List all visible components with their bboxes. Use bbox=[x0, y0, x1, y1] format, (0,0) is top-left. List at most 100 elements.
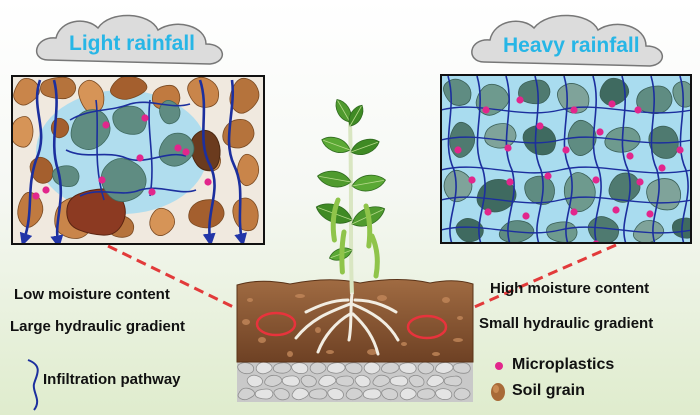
heavy-rainfall-title: Heavy rainfall bbox=[503, 34, 640, 57]
soil-speck bbox=[295, 294, 305, 298]
soil-grain bbox=[443, 169, 473, 203]
infiltration-pathway bbox=[447, 75, 457, 243]
gravel-stone bbox=[435, 388, 453, 400]
soil-grain bbox=[557, 83, 590, 114]
highlight-ellipse-right bbox=[406, 314, 448, 340]
microplastic-particle bbox=[504, 144, 512, 152]
plant-leaf bbox=[335, 99, 352, 123]
infiltration-pathway bbox=[621, 75, 631, 243]
gravel-stone bbox=[453, 387, 471, 401]
microplastics-label: Microplastics bbox=[512, 356, 615, 373]
microplastics-icon bbox=[495, 362, 503, 370]
microplastic-particle bbox=[98, 176, 106, 184]
microplastic-particle bbox=[596, 128, 604, 136]
gravel-stone bbox=[362, 388, 382, 400]
soil-grain bbox=[455, 217, 484, 243]
gravel-stone bbox=[399, 362, 417, 374]
soil-speck bbox=[258, 337, 266, 343]
infiltration-pathway bbox=[563, 75, 573, 243]
soil-grain bbox=[672, 80, 691, 108]
microplastic-particle bbox=[32, 192, 40, 200]
soil-speck bbox=[432, 352, 440, 356]
soil-speck bbox=[401, 342, 407, 346]
plant-leaf bbox=[348, 104, 364, 127]
microplastic-particle bbox=[182, 148, 190, 156]
soil-grain bbox=[599, 77, 630, 106]
microplastic-particle bbox=[141, 114, 149, 122]
infiltration-pathway bbox=[476, 75, 486, 243]
microplastic-particle bbox=[204, 178, 212, 186]
gravel-stone bbox=[452, 362, 471, 374]
microplastic-particle bbox=[506, 178, 514, 186]
infiltration-pathway bbox=[19, 79, 43, 244]
gravel-stone bbox=[363, 361, 381, 375]
microplastic-particle bbox=[536, 122, 544, 130]
infiltration-pathway bbox=[79, 187, 197, 197]
soil-grain bbox=[484, 123, 517, 149]
soil-grain bbox=[149, 207, 176, 236]
infiltration-pathway bbox=[679, 75, 689, 243]
gravel-stone bbox=[281, 375, 300, 387]
infiltration-pathway bbox=[441, 226, 691, 234]
gravel-stone bbox=[408, 374, 425, 388]
soil-speck bbox=[326, 350, 334, 354]
microplastic-particle bbox=[676, 146, 684, 154]
plant-leaf bbox=[351, 174, 386, 192]
gravel-stone bbox=[318, 374, 337, 387]
microplastic-particle bbox=[646, 210, 654, 218]
soil-speck bbox=[442, 297, 450, 303]
microplastic-particle bbox=[570, 106, 578, 114]
microplastic-particle bbox=[522, 212, 530, 220]
soil-speck bbox=[287, 351, 293, 357]
gravel-stone bbox=[381, 388, 398, 401]
gravel-stone bbox=[327, 388, 344, 401]
plant-leaf bbox=[317, 170, 352, 188]
microplastic-particle bbox=[570, 208, 578, 216]
infiltration-pathway-label: Infiltration pathway bbox=[43, 371, 181, 388]
gravel-stone bbox=[254, 388, 274, 400]
soil-speck bbox=[367, 349, 377, 355]
soil-grain bbox=[40, 76, 77, 100]
bean-pod bbox=[369, 233, 380, 279]
microplastic-particle bbox=[634, 106, 642, 114]
soil-grain bbox=[546, 221, 578, 243]
soil-grain bbox=[78, 79, 105, 113]
cloud-left bbox=[35, 14, 223, 65]
bean-pod bbox=[330, 197, 341, 243]
gravel-stone bbox=[416, 388, 436, 400]
microplastic-particle bbox=[544, 172, 552, 180]
infiltration-pathway bbox=[95, 99, 105, 201]
microplastic-particle bbox=[482, 106, 490, 114]
soil-grain bbox=[632, 220, 665, 243]
microplastic-particle bbox=[516, 96, 524, 104]
soil-grain bbox=[229, 77, 260, 114]
gravel-stone bbox=[300, 374, 317, 388]
infiltration-pathway bbox=[592, 75, 602, 243]
microplastic-particle bbox=[484, 208, 492, 216]
soil-grain bbox=[671, 217, 691, 239]
gravel-stone bbox=[309, 361, 327, 375]
microplastic-particle bbox=[468, 176, 476, 184]
left-soil-panel bbox=[11, 75, 265, 245]
soil-grain bbox=[12, 116, 34, 148]
bean-pod bbox=[363, 203, 373, 249]
gravel-stone bbox=[273, 388, 290, 401]
soil-block bbox=[236, 279, 474, 363]
microplastic-particle bbox=[592, 176, 600, 184]
highlight-ellipse-left bbox=[255, 311, 297, 337]
high-moisture-label: High moisture content bbox=[490, 280, 650, 297]
gravel-stone bbox=[291, 362, 309, 374]
infiltration-pathway bbox=[441, 136, 691, 144]
microplastic-particle bbox=[562, 146, 570, 154]
microplastic-particle bbox=[174, 144, 182, 152]
gravel-stone bbox=[345, 387, 363, 401]
gravel-stone bbox=[308, 388, 328, 400]
gravel-stone bbox=[246, 374, 263, 388]
microplastic-particle bbox=[658, 164, 666, 172]
microplastic-particle bbox=[454, 146, 462, 154]
gravel-stone bbox=[335, 375, 355, 387]
soil-speck bbox=[247, 298, 253, 302]
gravel-stone bbox=[264, 374, 283, 387]
infiltration-pathway bbox=[534, 75, 544, 243]
microplastic-particle bbox=[636, 178, 644, 186]
